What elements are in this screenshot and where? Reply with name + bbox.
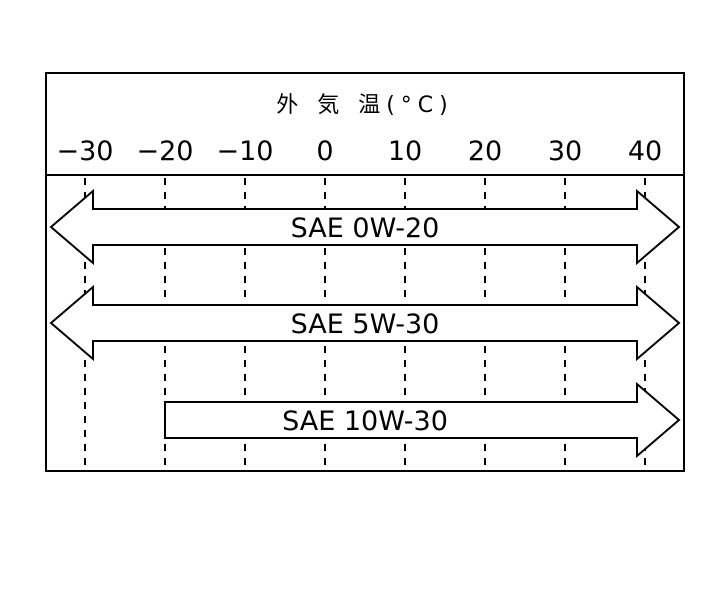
tick-label: 40 <box>628 136 662 167</box>
chart-frame <box>45 72 685 472</box>
range-label: SAE 10W-30 <box>282 406 448 437</box>
range-arrow <box>164 381 681 459</box>
tick-label: 30 <box>548 136 582 167</box>
range-label: SAE 5W-30 <box>291 309 440 340</box>
tick-label: 0 <box>316 136 333 167</box>
tick-label: −10 <box>217 136 274 167</box>
range-arrow <box>49 284 681 362</box>
tick-label: −20 <box>137 136 194 167</box>
temperature-scale: −30 −20 −10 0 10 20 30 40 <box>57 136 663 167</box>
tick-label: −30 <box>57 136 114 167</box>
tick-label: 20 <box>468 136 502 167</box>
range-label: SAE 0W-20 <box>291 213 440 244</box>
range-arrow <box>49 188 681 266</box>
chart-title: 外 気 温(°C) <box>276 93 454 118</box>
tick-label: 10 <box>388 136 422 167</box>
